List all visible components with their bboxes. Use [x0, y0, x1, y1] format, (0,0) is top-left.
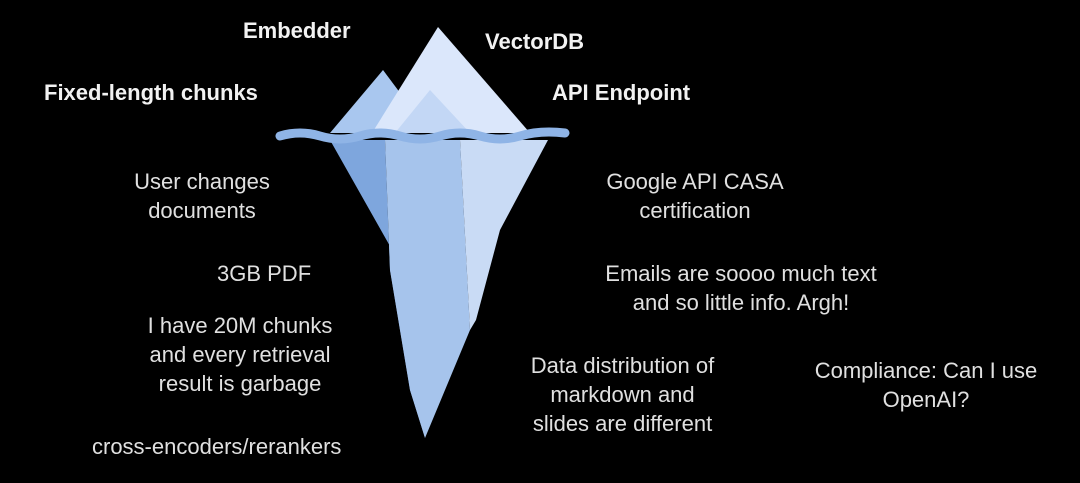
label-line: markdown and	[550, 382, 695, 407]
label-line: and so little info. Argh!	[632, 290, 850, 315]
label-embedder: Embedder	[243, 18, 351, 43]
water-line	[275, 127, 570, 144]
iceberg-peak-right	[372, 27, 530, 133]
label-line: OpenAI?	[882, 387, 970, 412]
label-line: Compliance: Can I use	[814, 358, 1038, 383]
iceberg-body-mid	[385, 140, 470, 438]
label-line: documents	[148, 198, 256, 223]
iceberg-body-left	[330, 140, 425, 438]
label-google-casa: Google API CASA certification	[580, 167, 810, 225]
label-compliance: Compliance: Can I use OpenAI?	[786, 356, 1066, 414]
label-3gb-pdf: 3GB PDF	[217, 261, 312, 286]
label-line: certification	[639, 198, 751, 223]
label-line: result is garbage	[158, 371, 322, 396]
label-line: Data distribution of	[530, 353, 715, 378]
label-line: slides are different	[532, 411, 713, 436]
label-line: Emails are soooo much text	[605, 261, 877, 286]
iceberg-body-right	[460, 140, 548, 330]
label-line: I have 20M chunks	[147, 313, 333, 338]
iceberg-peak-shade	[395, 90, 470, 133]
label-api-endpoint: API Endpoint	[552, 80, 691, 105]
label-cross-encoders-rerankers: cross-encoders/rerankers	[92, 434, 342, 459]
label-emails: Emails are soooo much text and so little…	[566, 259, 916, 317]
label-vectordb: VectorDB	[485, 29, 585, 54]
label-line: Google API CASA	[606, 169, 784, 194]
label-fixed-length-chunks: Fixed-length chunks	[44, 80, 258, 105]
label-20m-chunks: I have 20M chunks and every retrieval re…	[120, 311, 360, 398]
label-line: User changes	[134, 169, 270, 194]
label-user-changes-documents: User changes documents	[117, 167, 287, 225]
label-line: and every retrieval	[149, 342, 331, 367]
label-data-distribution: Data distribution of markdown and slides…	[500, 351, 745, 438]
